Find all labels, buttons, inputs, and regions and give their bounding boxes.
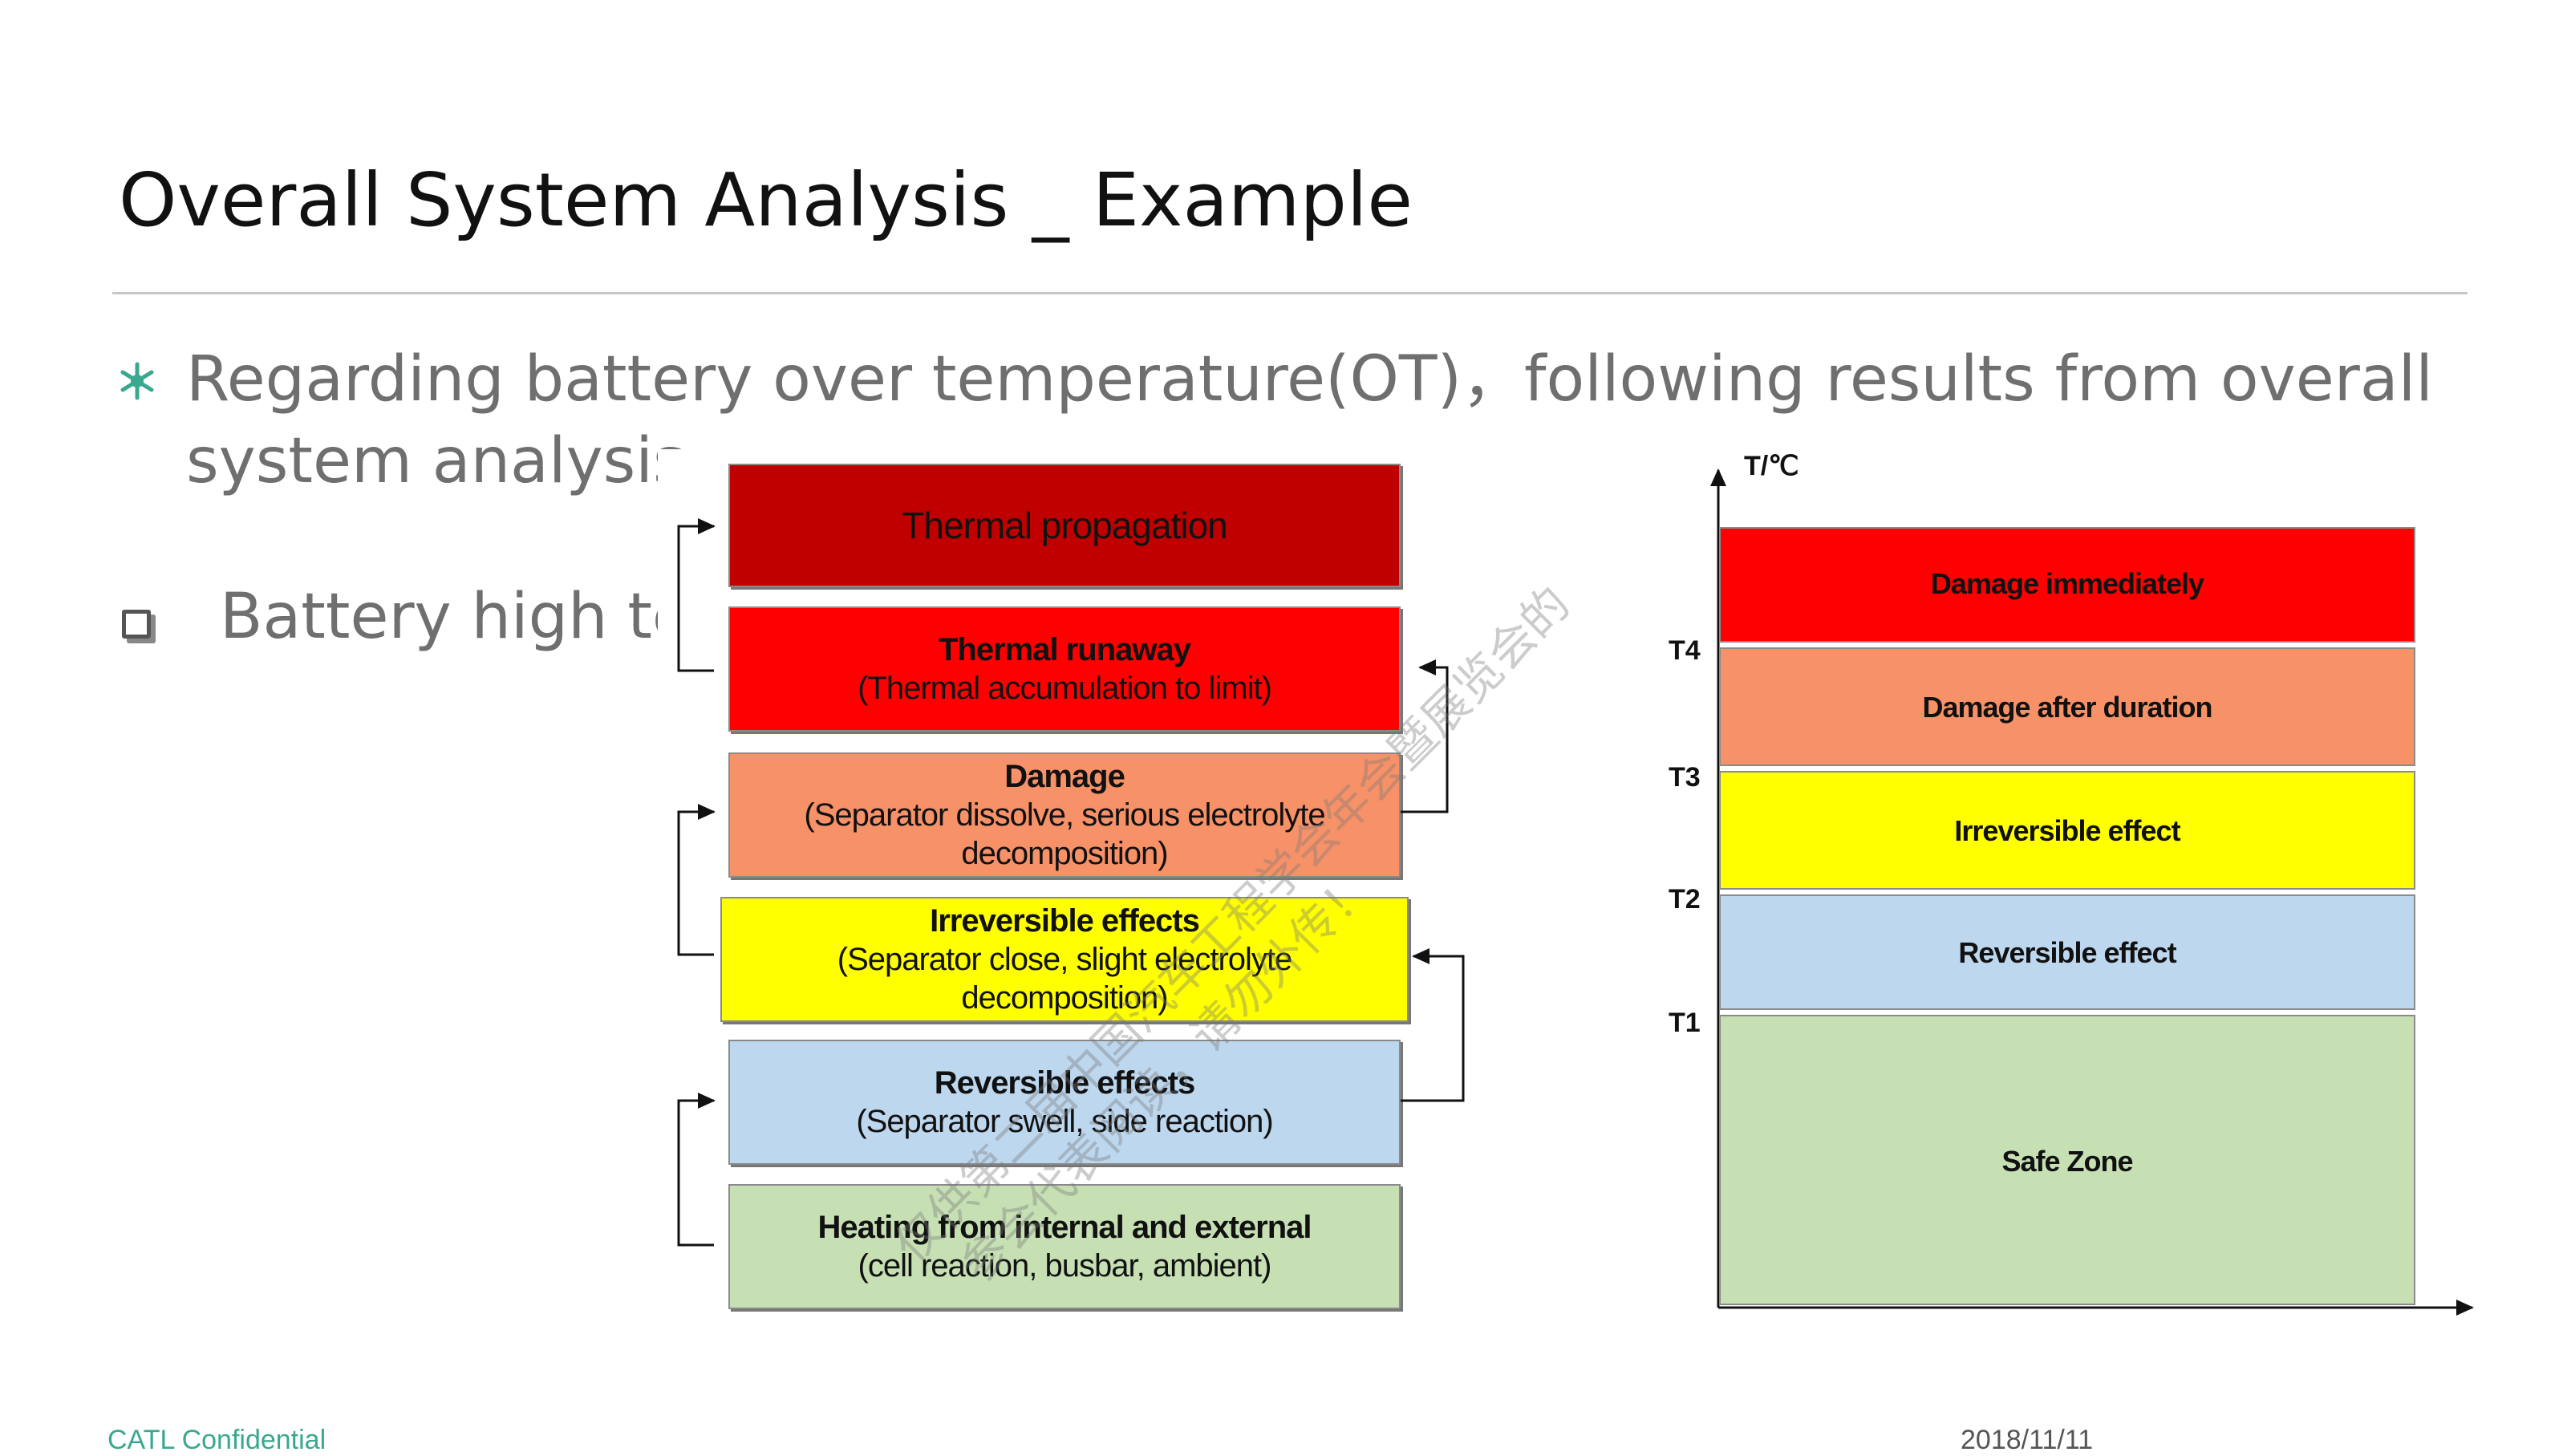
flow-box-title: Heating from internal and external	[817, 1210, 1312, 1245]
bullet-text: Regarding battery over temperature(OT)，f…	[186, 343, 2433, 497]
svg-text:Irreversible effect: Irreversible effect	[1954, 814, 2180, 847]
zone-damage-immediately: Damage immediately	[1719, 527, 2415, 643]
mechanism-flow-diagram: Thermal propagation Thermal runaway (The…	[658, 449, 1476, 1332]
flow-box-reversible-effects: Reversible effects (Separator swell, sid…	[728, 1040, 1401, 1165]
page-title: Overall System Analysis _ Example	[119, 157, 1413, 243]
flow-box-detail: (Separator swell, side reaction)	[856, 1104, 1273, 1139]
snowflake-bullet-icon	[120, 362, 154, 400]
flow-box-detail: (Separator dissolve, serious electrolyte…	[804, 797, 1325, 871]
connector-arrow	[677, 518, 716, 672]
flow-box-title: Thermal propagation	[902, 505, 1227, 546]
threshold-label-t3: T3	[1669, 762, 1701, 793]
flow-box-title: Reversible effects	[934, 1065, 1195, 1101]
title-divider	[112, 292, 2468, 294]
connector-arrow	[1401, 659, 1449, 813]
checkbox-bullet-icon	[122, 610, 151, 639]
connector-arrow	[677, 804, 716, 956]
flow-box-detail: (Separator close, slight electrolyte dec…	[837, 942, 1293, 1016]
svg-text:Damage after duration: Damage after duration	[1922, 691, 2212, 724]
flow-box-title: Damage	[1004, 759, 1125, 794]
zone-safe-zone: Safe Zone	[1719, 1015, 2415, 1305]
svg-text:Reversible effect: Reversible effect	[1958, 936, 2176, 969]
flow-box-detail: (cell reaction, busbar, ambient)	[858, 1248, 1272, 1284]
flow-box-detail: (Thermal accumulation to limit)	[858, 671, 1272, 706]
footer-date: 2018/11/11	[1961, 1425, 2094, 1455]
temperature-axis-label: T/℃	[1744, 451, 1799, 481]
svg-text:Safe Zone: Safe Zone	[2001, 1145, 2132, 1178]
flow-box-title: Thermal runaway	[938, 632, 1191, 667]
threshold-label-t2: T2	[1669, 884, 1701, 915]
svg-text:Damage immediately: Damage immediately	[1931, 567, 2204, 600]
zone-irreversible-effect: Irreversible effect	[1719, 771, 2415, 890]
zone-damage-after-duration: Damage after duration	[1719, 647, 2415, 766]
flow-box-irreversible-effects: Irreversible effects (Separator close, s…	[720, 897, 1409, 1022]
threshold-label-t1: T1	[1669, 1008, 1701, 1038]
footer-confidential: CATL Confidential	[107, 1425, 326, 1455]
connector-arrow	[677, 1093, 716, 1247]
threshold-label-t4: T4	[1669, 635, 1701, 666]
flow-box-title: Irreversible effects	[930, 903, 1200, 939]
flow-box-thermal-runaway: Thermal runaway (Thermal accumulation to…	[728, 606, 1401, 732]
flow-box-heating-source: Heating from internal and external (cell…	[728, 1184, 1401, 1309]
zone-reversible-effect: Reversible effect	[1719, 894, 2415, 1010]
flow-box-damage: Damage (Separator dissolve, serious elec…	[728, 752, 1401, 878]
flow-box-thermal-propagation: Thermal propagation	[728, 464, 1401, 587]
connector-arrow	[1401, 948, 1465, 1102]
